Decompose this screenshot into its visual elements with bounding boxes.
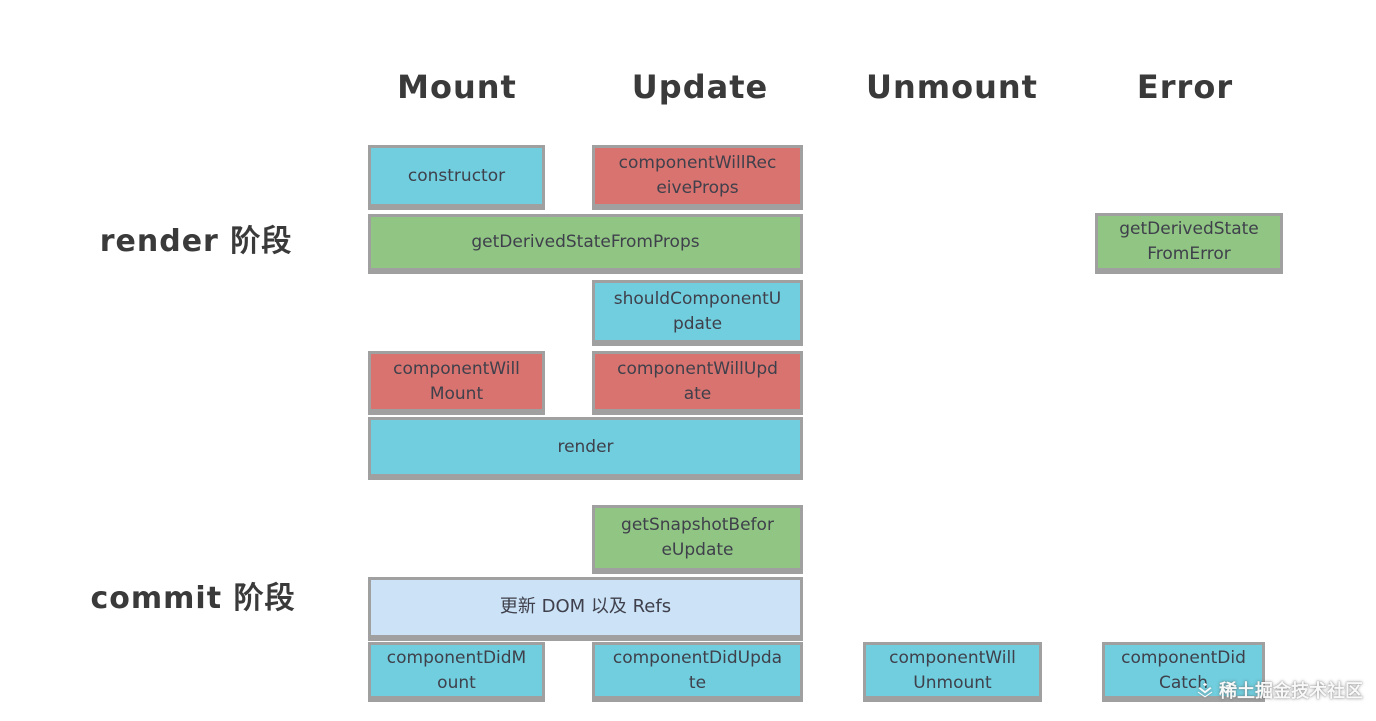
watermark-text: 稀土掘金技术社区	[1219, 681, 1363, 702]
column-header-unmount: Unmount	[866, 68, 1038, 106]
column-header-mount: Mount	[397, 68, 517, 106]
lifecycle-box-getDerivedStateFromError: getDerivedState FromError	[1095, 213, 1283, 271]
juejin-logo-icon	[1196, 681, 1214, 699]
lifecycle-box-shouldComponentUpdate: shouldComponentU pdate	[592, 280, 803, 343]
lifecycle-box-render: render	[368, 417, 803, 477]
juejin-watermark: 稀土掘金技术社区	[1196, 677, 1363, 703]
column-header-error: Error	[1136, 68, 1234, 106]
lifecycle-box-update-dom-and-refs: 更新 DOM 以及 Refs	[368, 577, 803, 638]
lifecycle-box-componentDidMount: componentDidM ount	[368, 642, 545, 699]
lifecycle-box-componentDidUpdate: componentDidUpda te	[592, 642, 803, 699]
lifecycle-box-componentWillUnmount: componentWill Unmount	[863, 642, 1042, 699]
lifecycle-box-getDerivedStateFromProps: getDerivedStateFromProps	[368, 214, 803, 271]
lifecycle-box-componentWillUpdate: componentWillUpd ate	[592, 351, 803, 412]
lifecycle-box-getSnapshotBeforeUpdate: getSnapshotBefor eUpdate	[592, 505, 803, 571]
phase-label-commit: commit 阶段	[90, 581, 296, 616]
lifecycle-box-componentWillMount: componentWill Mount	[368, 351, 545, 412]
column-header-update: Update	[631, 68, 769, 106]
lifecycle-box-componentWillReceiveProps: componentWillRec eiveProps	[592, 145, 803, 207]
lifecycle-box-constructor: constructor	[368, 145, 545, 207]
phase-label-render: render 阶段	[99, 224, 293, 259]
lifecycle-box-componentDidCatch: componentDid Catch	[1102, 642, 1265, 699]
